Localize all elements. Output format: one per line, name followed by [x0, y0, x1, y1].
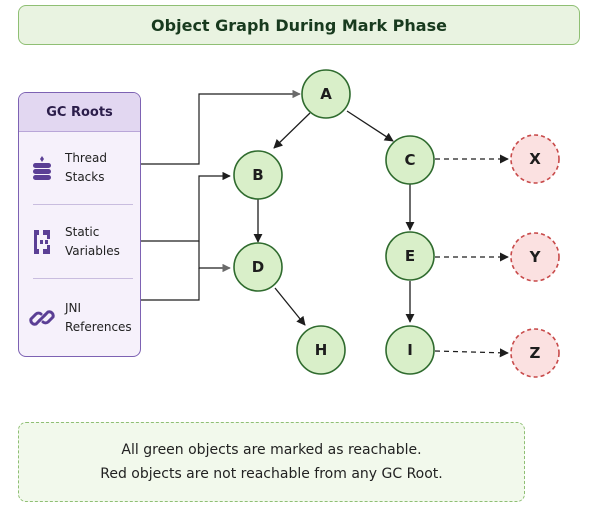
node-e-label: E — [405, 247, 415, 265]
node-c: C — [385, 135, 435, 185]
root-thread-stacks-line2: Stacks — [65, 170, 105, 184]
node-c-label: C — [404, 151, 415, 169]
legend-note-line2: Red objects are not reachable from any G… — [100, 466, 443, 482]
root-jni-references-line1: JNI — [65, 301, 82, 315]
root-edge-d — [198, 241, 231, 273]
root-edge-a — [141, 89, 301, 165]
gc-roots-header: GC Roots — [19, 93, 140, 132]
node-h: H — [296, 325, 346, 375]
roots-divider — [33, 204, 133, 205]
link-icon — [29, 310, 55, 326]
node-y: Y — [510, 232, 560, 282]
edge-d-h — [274, 287, 306, 326]
root-jni-references: JNI References — [19, 281, 140, 355]
node-b-label: B — [252, 166, 263, 184]
node-h-label: H — [315, 341, 328, 359]
static-variables-icon — [34, 230, 50, 254]
gc-roots-panel: GC Roots Thread Stacks S — [18, 92, 141, 357]
node-d: D — [233, 242, 283, 292]
edge-a-b — [273, 112, 311, 149]
legend-note-line1: All green objects are marked as reachabl… — [121, 442, 422, 458]
root-thread-stacks-line1: Thread — [65, 151, 107, 165]
node-b: B — [233, 150, 283, 200]
diagram-title: Object Graph During Mark Phase — [18, 5, 580, 45]
node-y-label: Y — [529, 248, 542, 266]
root-static-variables: Static Variables — [19, 205, 140, 279]
node-i: I — [385, 325, 435, 375]
node-x: X — [510, 134, 560, 184]
node-x-label: X — [529, 150, 541, 168]
root-jni-references-line2: References — [65, 320, 132, 334]
node-a: A — [301, 69, 351, 119]
root-static-variables-line1: Static — [65, 225, 100, 239]
root-thread-stacks: Thread Stacks — [19, 131, 140, 205]
root-edge-jni — [141, 268, 200, 301]
node-z: Z — [510, 328, 560, 378]
node-d-label: D — [252, 258, 264, 276]
node-z-label: Z — [530, 344, 541, 362]
root-edge-b — [141, 171, 231, 242]
node-e: E — [385, 231, 435, 281]
roots-divider — [33, 278, 133, 279]
node-i-label: I — [407, 341, 413, 359]
node-a-label: A — [320, 85, 332, 103]
legend-note: All green objects are marked as reachabl… — [18, 422, 525, 502]
edge-a-c — [346, 110, 394, 142]
root-static-variables-line2: Variables — [65, 244, 120, 258]
database-icon — [33, 156, 51, 180]
edge-i-z — [434, 348, 509, 358]
